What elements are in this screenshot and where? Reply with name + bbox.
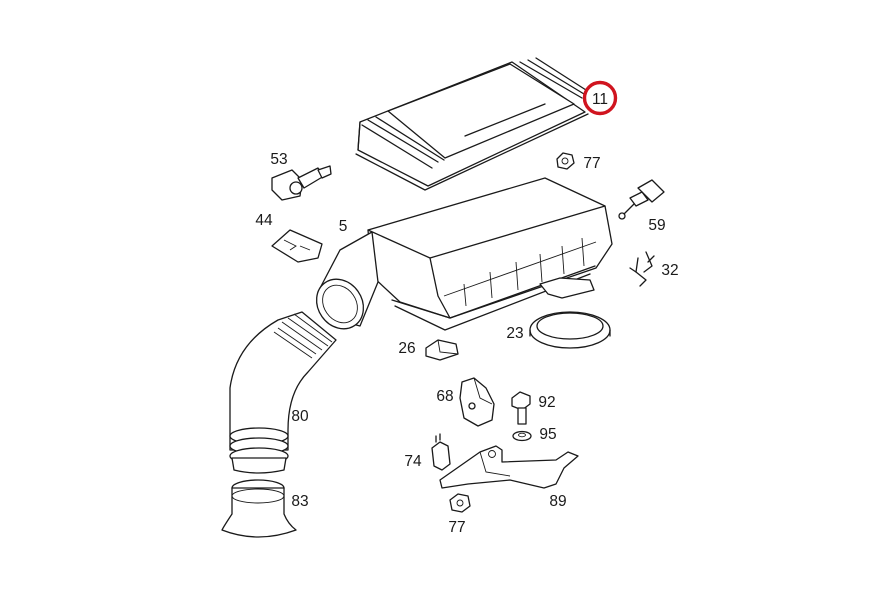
sleeve-83[interactable] — [221, 479, 297, 538]
bolt-92[interactable] — [511, 391, 531, 425]
nut-77-bottom[interactable] — [449, 493, 471, 513]
part-label-11[interactable]: 11 — [592, 91, 608, 108]
part-label-92[interactable]: 92 — [538, 394, 555, 411]
nut-77-top[interactable] — [556, 152, 575, 170]
sensor-53[interactable] — [271, 165, 332, 201]
part-label-68[interactable]: 68 — [436, 388, 453, 405]
part-label-23[interactable]: 23 — [506, 325, 523, 342]
sensor-59[interactable] — [618, 179, 665, 220]
part-label-89[interactable]: 89 — [549, 493, 566, 510]
part-label-5[interactable]: 5 — [339, 218, 348, 235]
rubber-mount-74[interactable] — [431, 433, 451, 471]
holder-26[interactable] — [425, 339, 459, 361]
washer-95[interactable] — [512, 430, 532, 442]
part-label-83[interactable]: 83 — [291, 493, 308, 510]
part-label-95[interactable]: 95 — [539, 426, 556, 443]
decal-44[interactable] — [271, 229, 323, 263]
intake-hose-80[interactable] — [229, 311, 337, 474]
part-label-32[interactable]: 32 — [661, 262, 678, 279]
part-label-26[interactable]: 26 — [398, 340, 415, 357]
seal-ring-23[interactable] — [529, 311, 611, 349]
air-filter-housing[interactable] — [307, 177, 613, 338]
bracket-68[interactable] — [459, 377, 495, 427]
air-filter-element[interactable] — [355, 57, 589, 191]
clip-32[interactable] — [629, 251, 655, 287]
part-label-74[interactable]: 74 — [404, 453, 422, 470]
part-label-77-bottom[interactable]: 77 — [448, 519, 465, 536]
highlight-ring-11 — [582, 80, 618, 116]
part-label-80[interactable]: 80 — [291, 408, 309, 425]
part-label-77-top[interactable]: 77 — [583, 155, 600, 172]
support-bracket-89[interactable] — [439, 445, 579, 489]
part-label-59[interactable]: 59 — [648, 217, 665, 234]
part-label-53[interactable]: 53 — [270, 151, 287, 168]
part-label-44[interactable]: 44 — [255, 212, 273, 229]
